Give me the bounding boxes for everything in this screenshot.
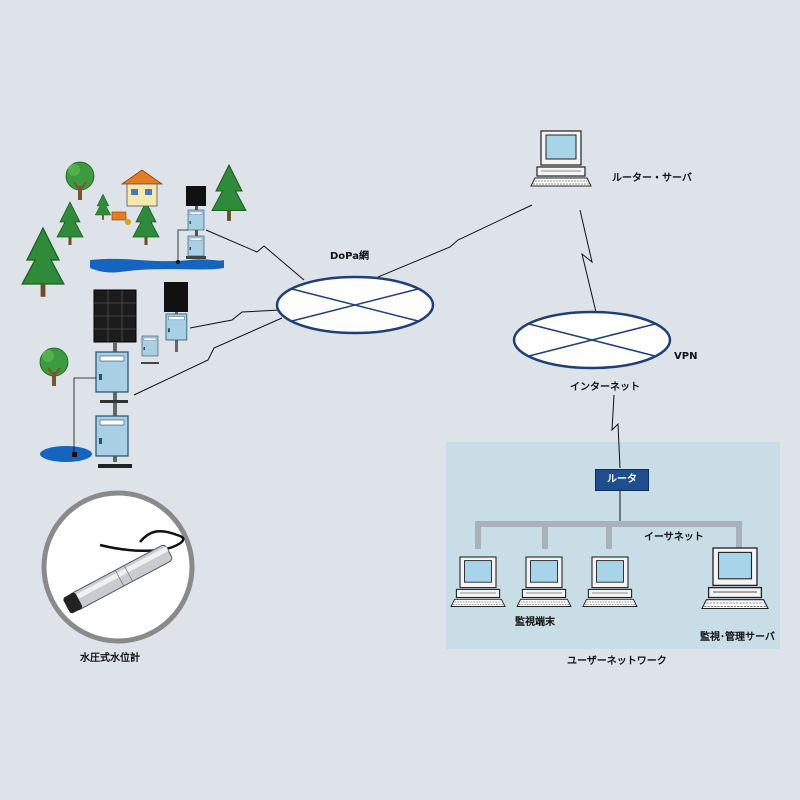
- cabinet-icon: [141, 335, 159, 357]
- cabinet-icon: [165, 313, 188, 341]
- internet-label: インターネット: [570, 382, 640, 393]
- tree-icon: [132, 201, 160, 246]
- cabinet-icon: [187, 209, 205, 231]
- tree-icon: [65, 161, 95, 201]
- cabinet-icon: [187, 235, 205, 257]
- computer-icon: [530, 130, 592, 187]
- wireless-link-icon: [579, 209, 597, 313]
- user-network-label: ユーザーネットワーク: [567, 656, 667, 667]
- ethernet-bus: [475, 521, 742, 549]
- monitoring-terminal-label: 監視端末: [515, 617, 555, 628]
- tree-icon: [21, 227, 65, 298]
- wireless-link-icon: [205, 229, 305, 281]
- tree-icon: [56, 201, 84, 246]
- dopa-network-label: DoPa網: [330, 251, 369, 262]
- house-icon: [120, 169, 164, 207]
- dopa-network-ellipse: [275, 275, 435, 335]
- computer-icon: [516, 556, 572, 608]
- tree-icon: [39, 347, 69, 387]
- solar-panel-icon: [93, 289, 137, 343]
- computer-icon: [701, 547, 769, 610]
- pond: [40, 446, 92, 462]
- tree-icon: [94, 193, 112, 221]
- router-box: ルータ: [595, 469, 649, 491]
- solar-panel-icon: [186, 186, 206, 206]
- solar-panel-icon: [164, 282, 188, 312]
- wireless-link-icon: [189, 309, 281, 329]
- tree-icon: [211, 164, 247, 222]
- cabinet-icon: [95, 351, 129, 393]
- river: [90, 258, 224, 273]
- wireless-link-icon: [377, 204, 533, 278]
- water-level-gauge-label: 水圧式水位計: [80, 653, 140, 664]
- upper-site: [56, 161, 247, 273]
- lower-site: [21, 227, 188, 468]
- monitoring-server-label: 監視･管理サーバ: [700, 632, 775, 643]
- router-server-label: ルーター・サーバ: [612, 173, 692, 184]
- ethernet-label: イーサネット: [644, 532, 704, 543]
- vpn-label: VPN: [674, 351, 698, 362]
- wireless-link-icon: [611, 394, 621, 469]
- link-lines: [133, 204, 621, 522]
- computer-icon: [582, 556, 638, 608]
- water-level-sensor-icon: [41, 490, 195, 644]
- cabinet-icon: [95, 415, 129, 457]
- internet-ellipse: [512, 310, 672, 370]
- computer-icon: [450, 556, 506, 608]
